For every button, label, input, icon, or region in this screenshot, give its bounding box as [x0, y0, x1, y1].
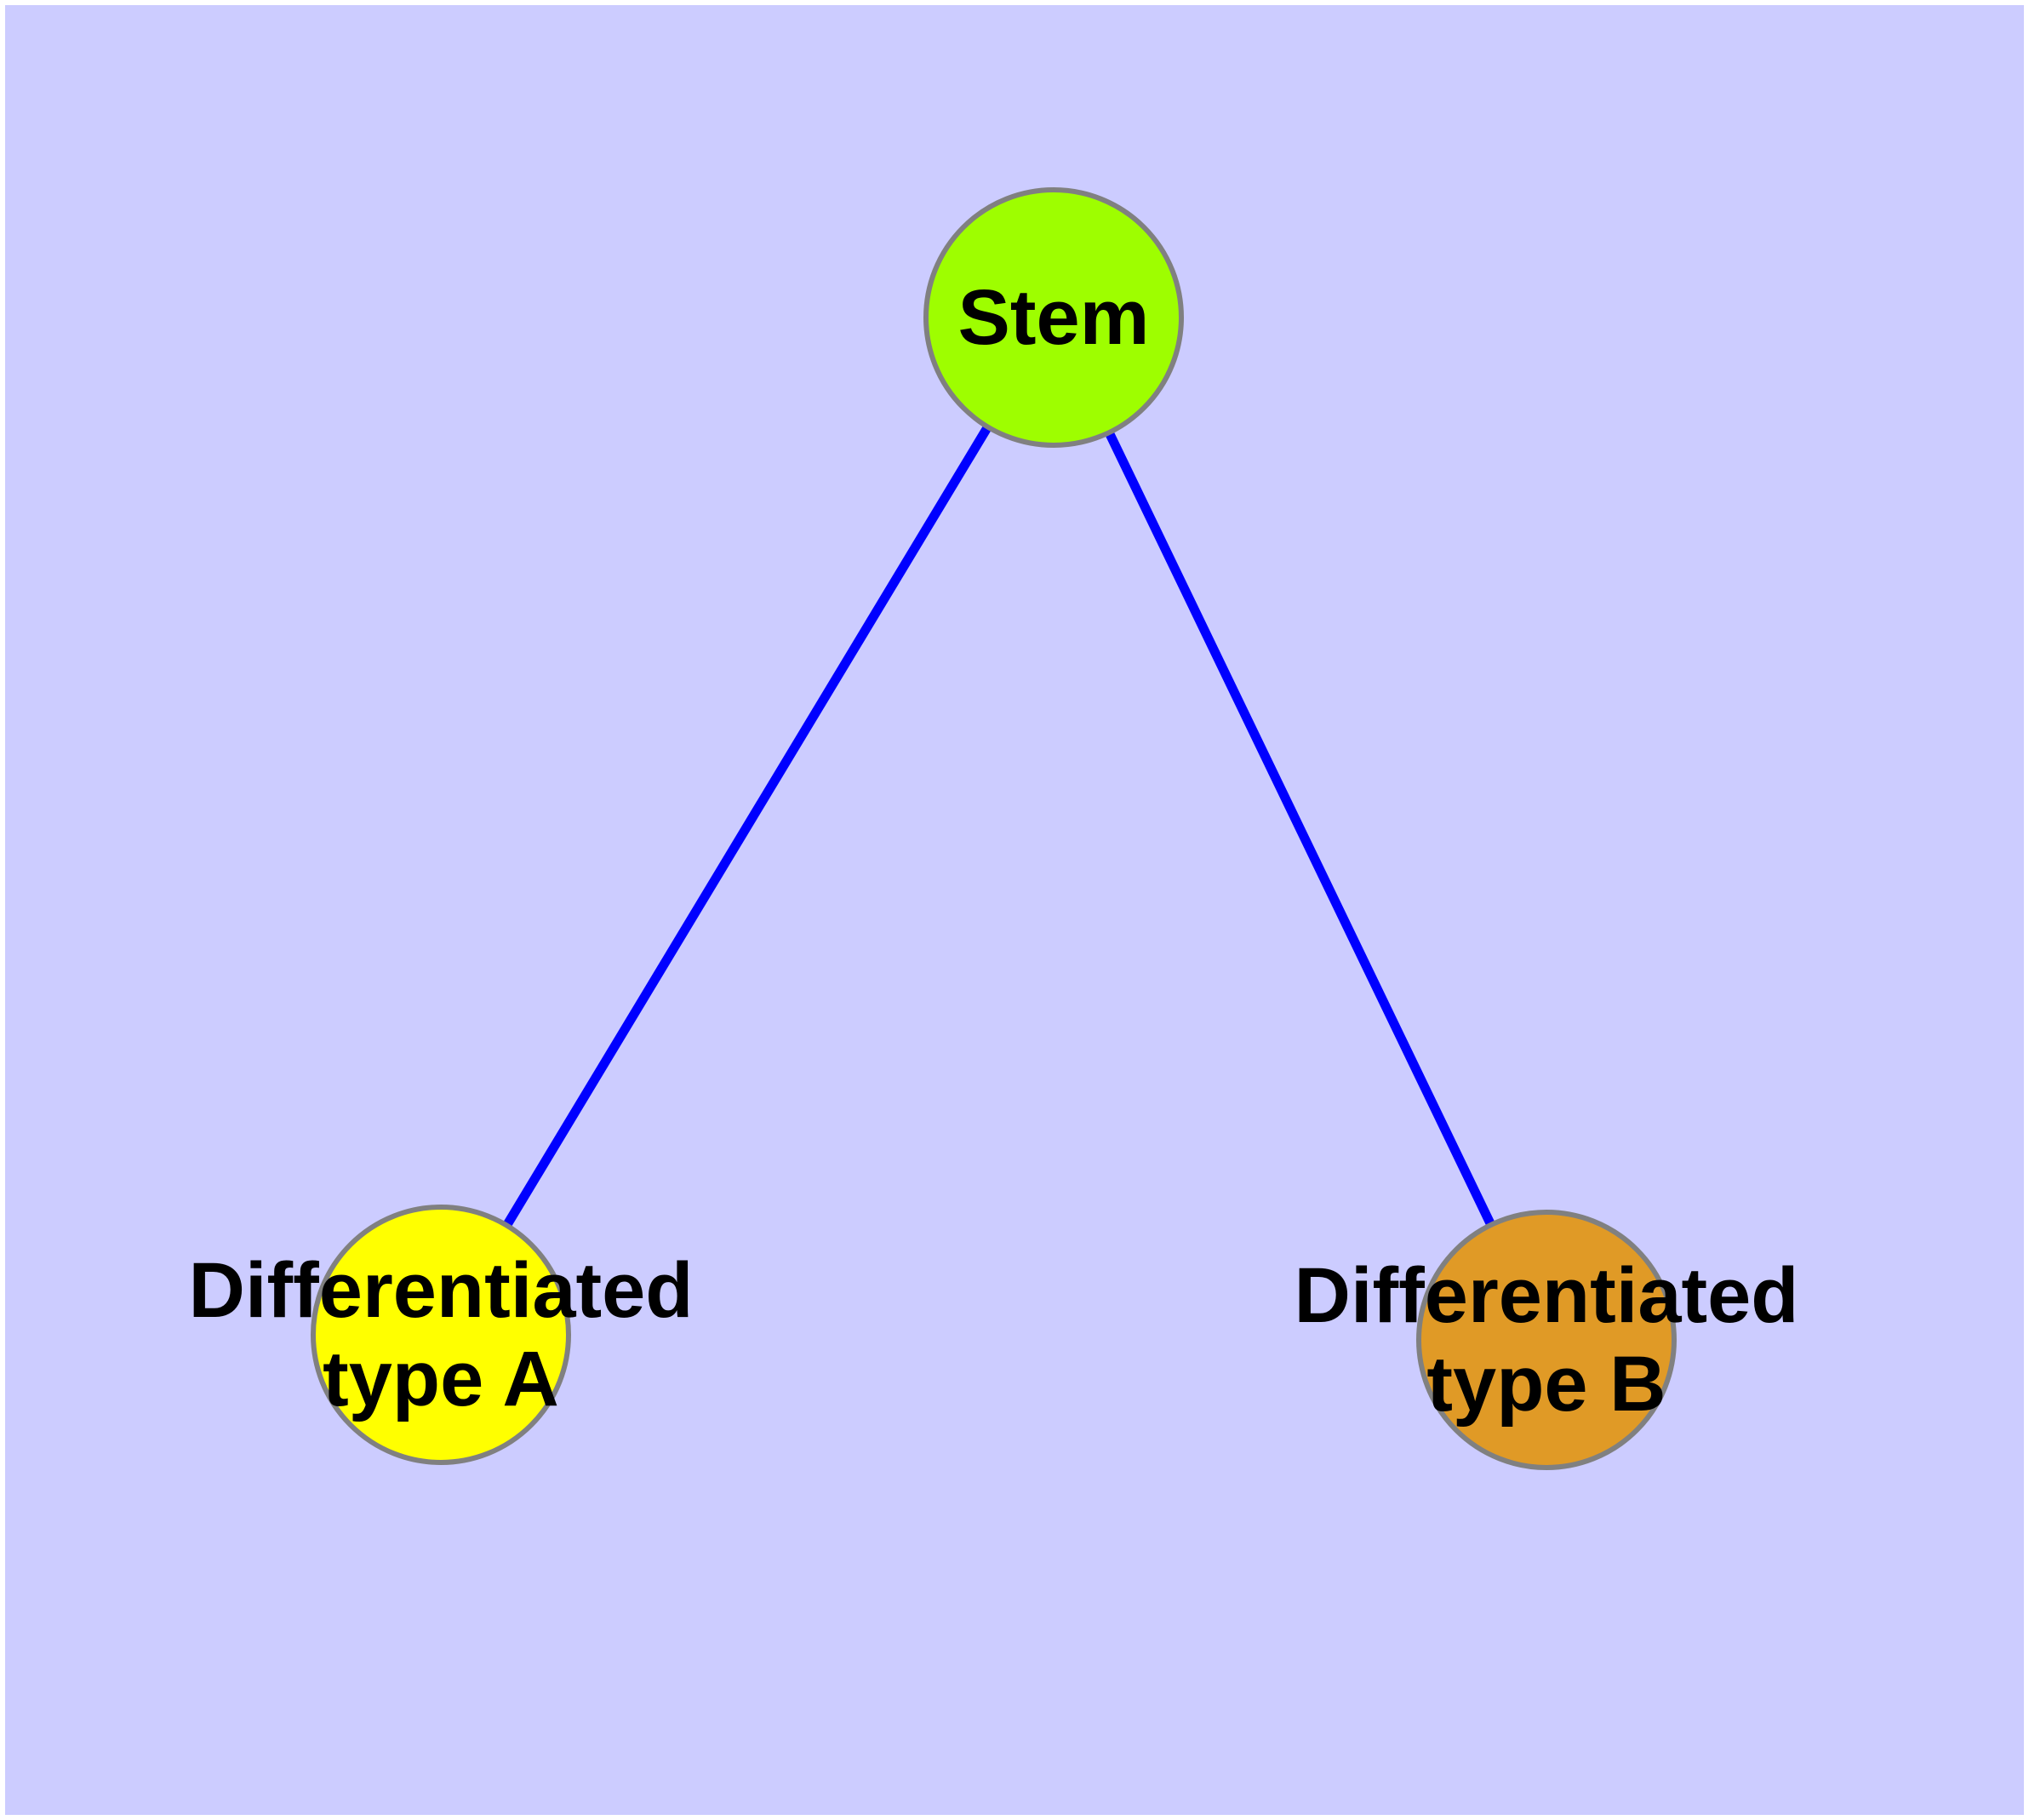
node-stem[interactable] [923, 187, 1184, 448]
edge-stem-to-differentiated-type-b[interactable] [1049, 315, 1551, 1342]
node-differentiated-type-b[interactable] [1416, 1210, 1677, 1470]
node-differentiated-type-a[interactable] [311, 1205, 571, 1465]
edge-stem-to-differentiated-type-a[interactable] [437, 315, 1058, 1337]
